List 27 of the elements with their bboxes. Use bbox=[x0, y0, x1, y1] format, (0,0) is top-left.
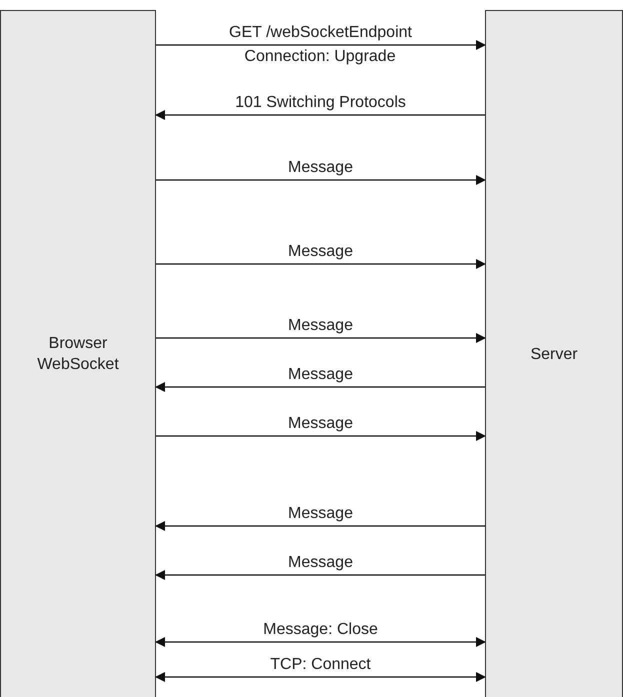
edge-label: TCP: Connect bbox=[270, 656, 371, 674]
message-arrow bbox=[155, 637, 486, 647]
edge-label: Message bbox=[288, 505, 353, 523]
message-arrow bbox=[156, 333, 486, 343]
lifeline-box bbox=[0, 10, 156, 697]
message-arrow bbox=[155, 382, 485, 392]
message-arrow bbox=[155, 110, 485, 120]
message-arrow bbox=[156, 40, 486, 50]
edge-label: Message bbox=[288, 159, 353, 177]
edge-label: Message bbox=[288, 366, 353, 384]
participant-label: Server bbox=[529, 344, 579, 365]
lifeline-box bbox=[485, 10, 623, 697]
edge-label: Message bbox=[288, 415, 353, 433]
participant-label: Browser WebSocket bbox=[36, 334, 120, 375]
edge-label: Message bbox=[288, 554, 353, 572]
edge-label: 101 Switching Protocols bbox=[235, 94, 406, 112]
message-arrow bbox=[155, 672, 486, 682]
edge-label: Message: Close bbox=[263, 621, 378, 639]
message-arrow bbox=[155, 521, 485, 531]
edge-label: Message bbox=[288, 317, 353, 335]
message-arrow bbox=[156, 259, 486, 269]
message-arrow bbox=[156, 175, 486, 185]
message-label: Connection: Upgrade bbox=[244, 48, 396, 66]
edge-label: GET /webSocketEndpoint bbox=[229, 24, 412, 42]
message-arrow bbox=[156, 431, 486, 441]
edge-label: Message bbox=[288, 243, 353, 261]
message-arrow bbox=[155, 570, 485, 580]
